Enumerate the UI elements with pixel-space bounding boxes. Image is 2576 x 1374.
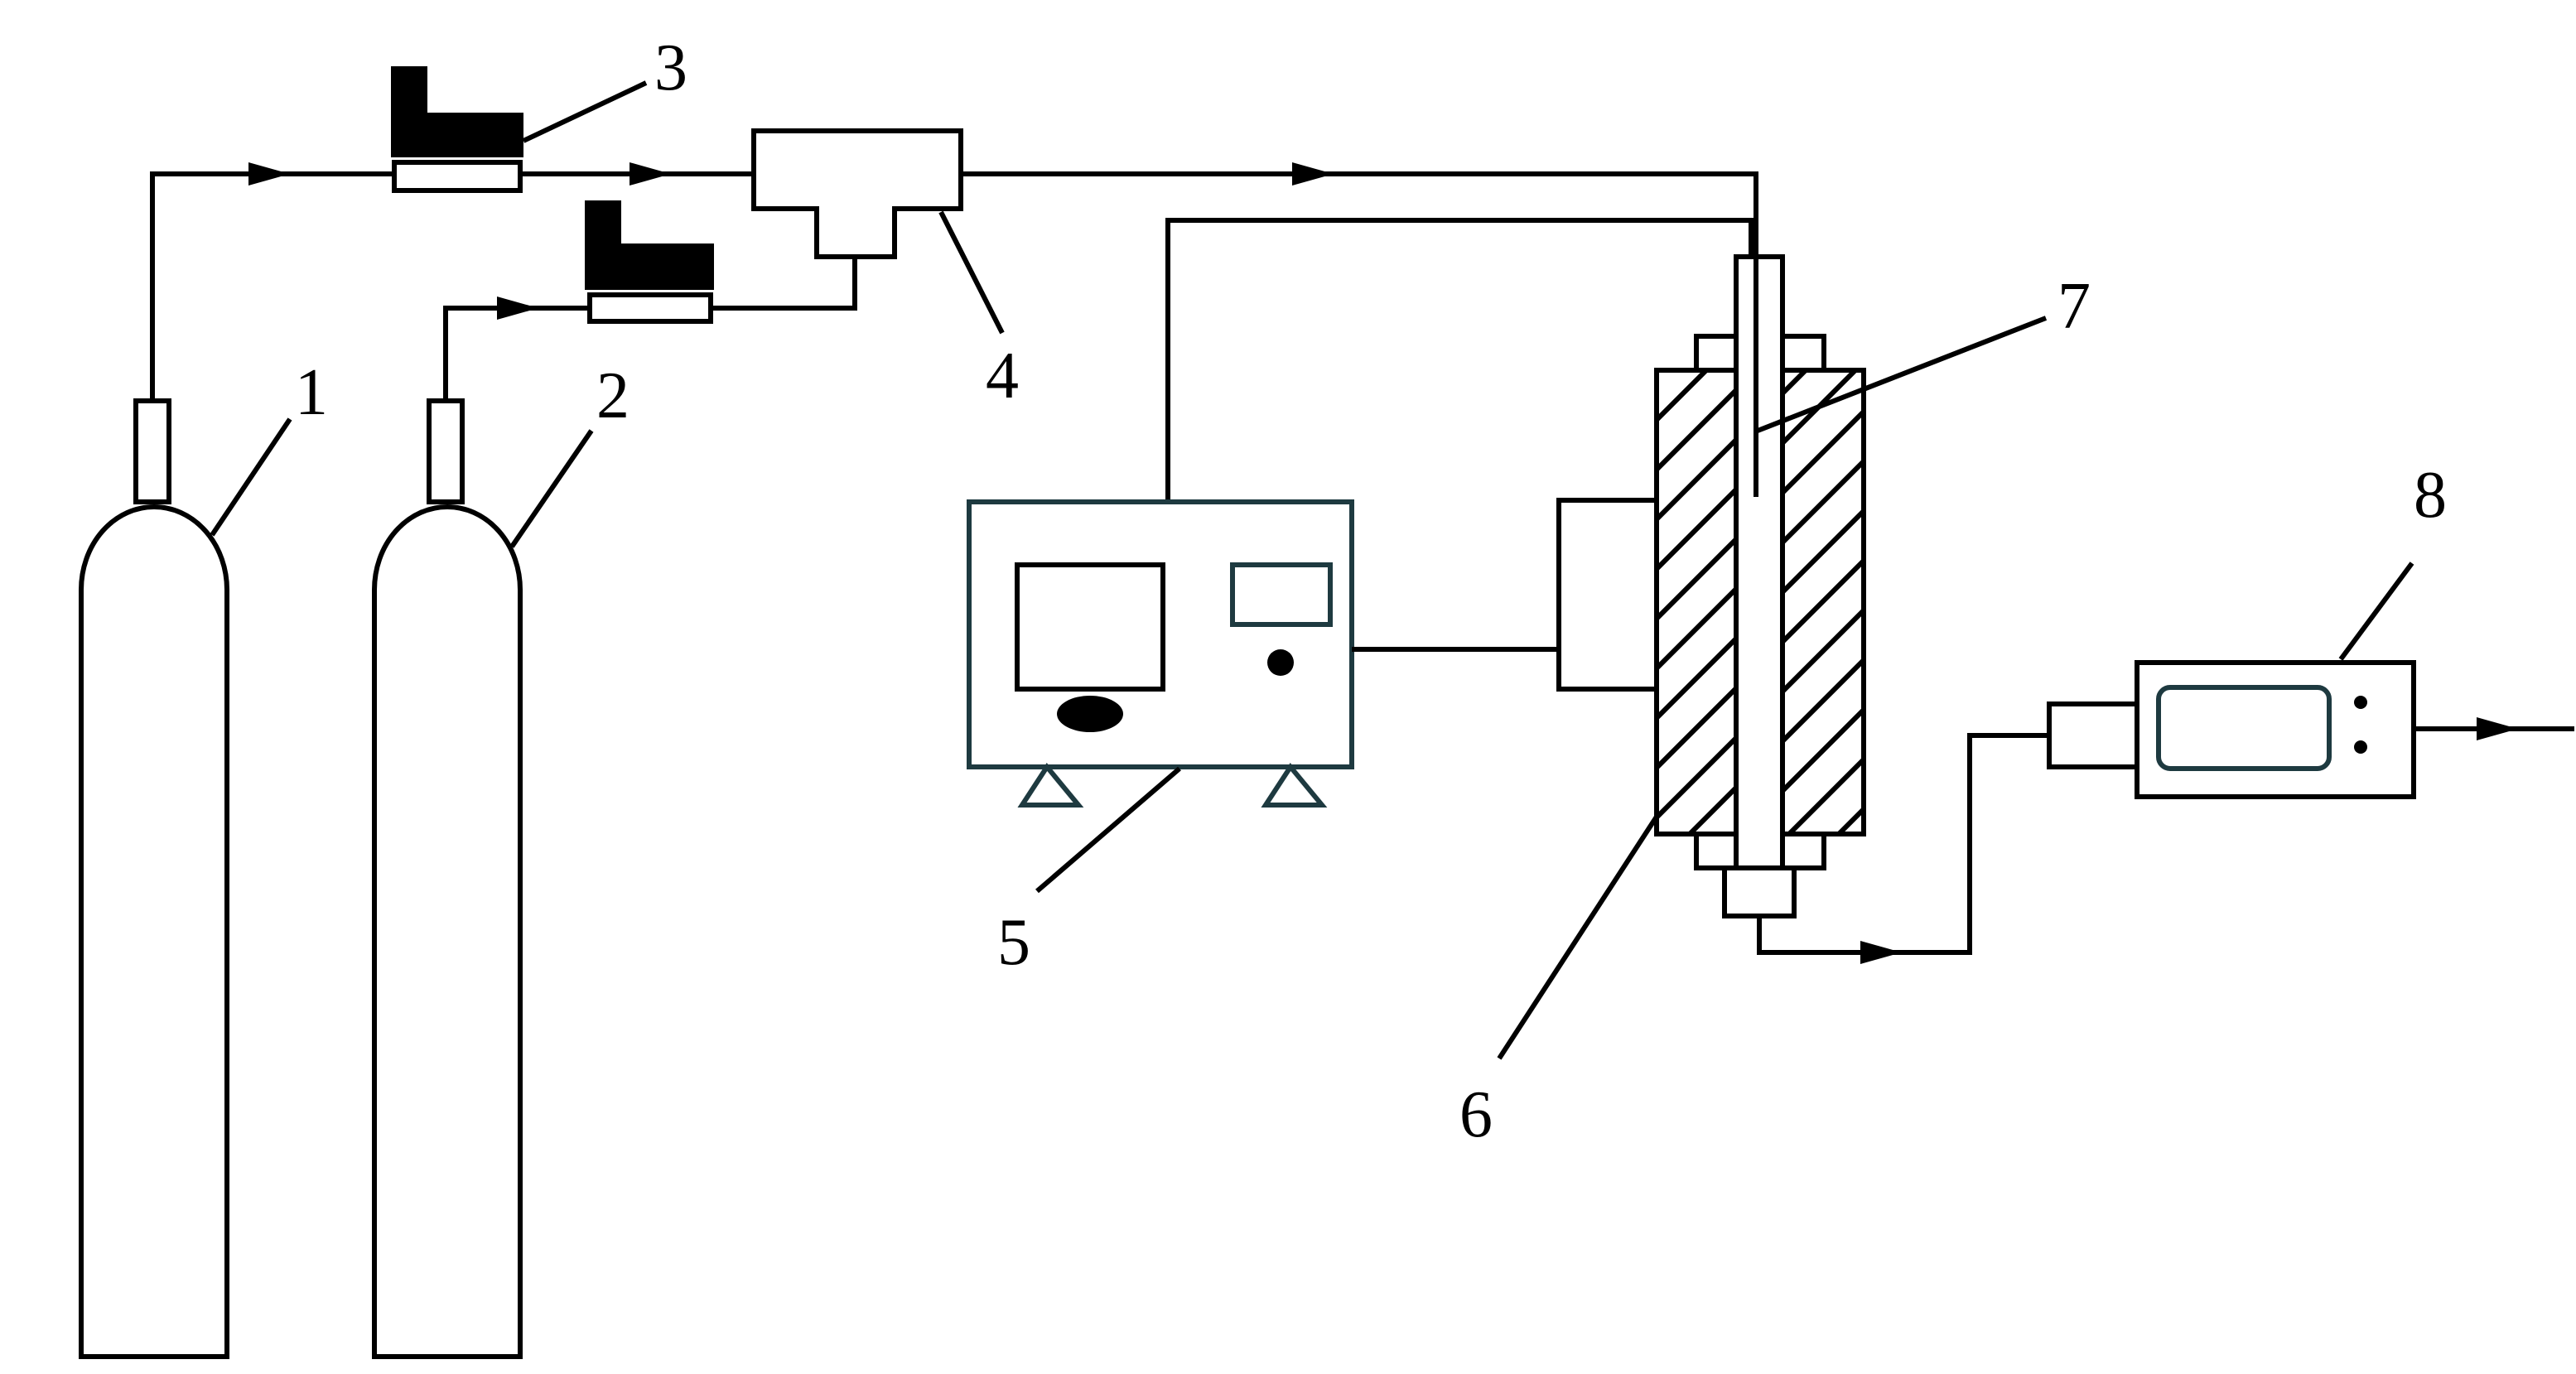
label-8: 8 [2414, 459, 2447, 532]
component-labels: 1 2 3 4 5 6 7 8 [295, 31, 2447, 1151]
controller-display [1230, 562, 1333, 627]
controller-knob [1057, 696, 1123, 732]
mass-flow-controller-3 [391, 66, 696, 193]
gas-line-cylinder-2 [443, 296, 590, 401]
thermocouple-wire [1165, 218, 1754, 502]
label-7: 7 [2057, 270, 2091, 343]
flow-arrow-icon [1292, 162, 1334, 186]
mixer-4 [696, 128, 963, 259]
flow-meter-inlet [2047, 701, 2139, 769]
gas-cylinder-1 [79, 398, 229, 1359]
controller-body [391, 66, 523, 157]
support-foot [1261, 762, 1328, 808]
mass-flow-controller-3b [585, 200, 857, 324]
flow-meter-8 [2047, 660, 2574, 799]
gas-line-cylinder-1 [150, 162, 394, 401]
flow-meter-display [2156, 685, 2332, 771]
label-5: 5 [997, 906, 1030, 979]
flow-arrow-icon [2477, 717, 2518, 740]
support-foot [1017, 762, 1084, 808]
flow-arrow-icon [630, 162, 671, 186]
tube-furnace-6 [1556, 254, 1866, 918]
gas-line-to-furnace [961, 162, 1758, 257]
flow-arrow-icon [248, 162, 290, 186]
gas-cylinder-2 [372, 398, 523, 1359]
controller-screen [1015, 562, 1165, 692]
label-3: 3 [654, 31, 687, 104]
indicator-dot-icon [2354, 696, 2367, 709]
label-2: 2 [596, 359, 630, 432]
quartz-tube [1734, 254, 1785, 918]
label-1: 1 [295, 356, 328, 429]
outlet-gas-line [1757, 733, 2049, 964]
tube-outlet-fitting [1722, 865, 1797, 918]
furnace-terminal-box [1556, 498, 1659, 692]
indicator-light-icon [1267, 649, 1294, 676]
flow-arrow-icon [497, 296, 538, 320]
leader-lines [210, 80, 2414, 1060]
temperature-controller-5 [967, 499, 1559, 808]
controller-body [585, 200, 714, 290]
label-4: 4 [986, 340, 1019, 412]
flow-arrow-icon [1860, 941, 1902, 964]
indicator-dot-icon [2354, 740, 2367, 754]
label-6: 6 [1459, 1078, 1493, 1151]
